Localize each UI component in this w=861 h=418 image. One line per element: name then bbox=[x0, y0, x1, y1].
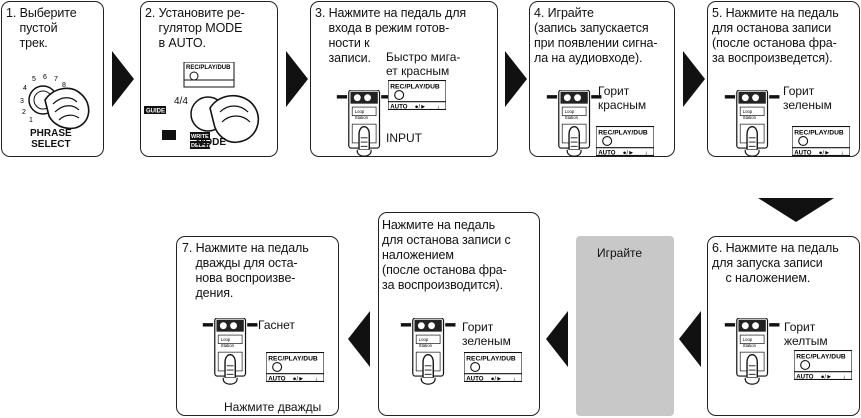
input-label: INPUT bbox=[386, 131, 422, 145]
panel-step-7 bbox=[266, 352, 324, 382]
svg-text:7: 7 bbox=[54, 76, 58, 83]
panel-step-6 bbox=[794, 350, 852, 380]
step-1-card bbox=[1, 1, 104, 157]
arrow-down bbox=[758, 198, 834, 222]
pedal-step-overdub-stop bbox=[400, 318, 457, 385]
step-1-caption: 1. Выберите пустой трек. bbox=[6, 6, 77, 50]
svg-text:1: 1 bbox=[29, 117, 33, 124]
svg-text:WRITE: WRITE bbox=[191, 134, 209, 140]
arrow-right-2 bbox=[286, 51, 308, 107]
step-overdub-stop-caption: Нажмите на педаль для останова записи с … bbox=[382, 218, 511, 292]
svg-text:2: 2 bbox=[22, 109, 26, 116]
callout-lit-yellow: Горит желтым bbox=[784, 320, 828, 348]
panel-step-overdub-stop bbox=[464, 352, 522, 382]
svg-text:REC/PLAY/DUB: REC/PLAY/DUB bbox=[186, 65, 231, 71]
arrow-left-2 bbox=[546, 311, 568, 367]
svg-text:5: 5 bbox=[32, 76, 36, 83]
mode-label: MODE bbox=[196, 137, 226, 148]
arrow-left-3 bbox=[679, 311, 701, 367]
svg-text:GUIDE: GUIDE bbox=[146, 109, 165, 115]
step-overdub-stop-card bbox=[378, 212, 540, 416]
press-twice-label: Нажмите дважды bbox=[224, 400, 322, 414]
step-3-card bbox=[310, 1, 498, 157]
arrow-left-1 bbox=[348, 311, 370, 367]
arrow-right-3 bbox=[505, 51, 527, 107]
callout-lit-green-5: Горит зеленым bbox=[783, 84, 832, 112]
step-3-caption: 3. Нажмите на педаль для входа в режим г… bbox=[315, 6, 467, 65]
step-2-caption: 2. Установите ре- гулятор MODE в AUTO. bbox=[145, 6, 245, 50]
callout-blink-red: Быстро мига- ет красным bbox=[386, 50, 461, 78]
step-7-caption: 7. Нажмите на педаль дважды для оста- но… bbox=[182, 241, 309, 300]
arrow-right-4 bbox=[683, 51, 705, 107]
pedal-step-6 bbox=[724, 318, 781, 385]
step-5-caption: 5. Нажмите на педаль для останова записи… bbox=[712, 6, 839, 65]
svg-text:DELETE: DELETE bbox=[191, 143, 213, 149]
panel-step-5 bbox=[792, 126, 850, 156]
pedal-step-7 bbox=[202, 318, 259, 385]
time-signature: 4/4 bbox=[174, 96, 188, 107]
play-box bbox=[576, 236, 674, 416]
phrase-select-label: PHRASE SELECT bbox=[30, 128, 72, 150]
svg-text:3: 3 bbox=[20, 98, 24, 105]
callout-lit-green-7: Горит зеленым bbox=[462, 320, 511, 348]
arrow-right-1 bbox=[112, 51, 134, 107]
svg-text:8: 8 bbox=[62, 82, 66, 89]
phrase-select-dial: 3 4 5 6 7 8 2 1 bbox=[20, 74, 90, 130]
callout-off: Гаснет bbox=[258, 318, 295, 332]
svg-text:4: 4 bbox=[23, 85, 27, 92]
play-box-label: Играйте bbox=[597, 246, 643, 260]
panel-step-3 bbox=[388, 80, 446, 110]
svg-text:6: 6 bbox=[43, 74, 47, 81]
callout-lit-red: Горит красным bbox=[598, 84, 647, 112]
step-4-caption: 4. Играйте (запись запускается при появл… bbox=[534, 6, 658, 65]
step-6-caption: 6. Нажмите на педаль для запуска записи … bbox=[712, 241, 839, 285]
mode-dial: REC/PLAY/DUB GUIDE WRITE DELETE bbox=[144, 62, 260, 149]
panel-step-4 bbox=[596, 126, 654, 156]
pedal-step-5 bbox=[724, 90, 781, 157]
